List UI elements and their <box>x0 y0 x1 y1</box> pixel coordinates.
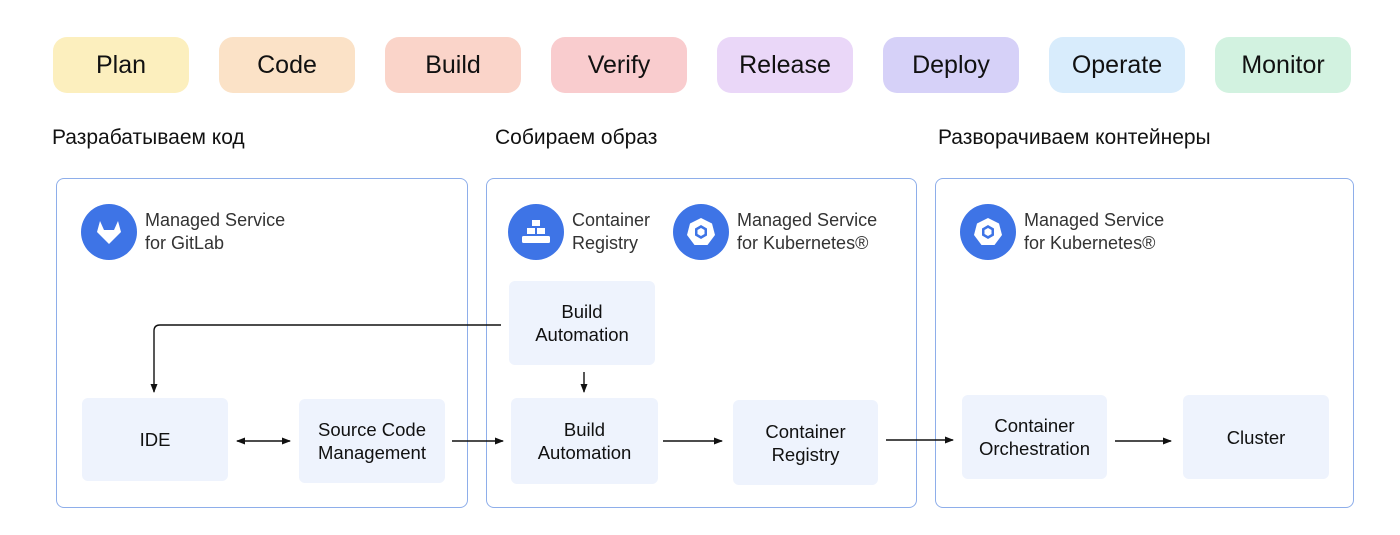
service-kubernetes-deploy: Managed Service for Kubernetes® <box>960 204 1164 260</box>
stage-code: Code <box>219 37 355 93</box>
stage-deploy: Deploy <box>883 37 1019 93</box>
box-source-code-management: Source Code Management <box>299 399 445 483</box>
box-container-orchestration: Container Orchestration <box>962 395 1107 479</box>
kubernetes-icon <box>673 204 729 260</box>
service-container-registry: Container Registry <box>508 204 650 260</box>
kubernetes-icon <box>960 204 1016 260</box>
stage-build: Build <box>385 37 521 93</box>
stage-operate: Operate <box>1049 37 1185 93</box>
section-title-develop: Разрабатываем код <box>52 126 245 149</box>
registry-icon <box>508 204 564 260</box>
box-container-registry: Container Registry <box>733 400 878 485</box>
stage-release: Release <box>717 37 853 93</box>
box-cluster: Cluster <box>1183 395 1329 479</box>
service-kubernetes-build-label: Managed Service for Kubernetes® <box>737 210 878 253</box>
stage-monitor: Monitor <box>1215 37 1351 93</box>
stage-plan: Plan <box>53 37 189 93</box>
stage-verify: Verify <box>551 37 687 93</box>
service-kubernetes-build: Managed Service for Kubernetes® <box>673 204 877 260</box>
gitlab-icon <box>81 204 137 260</box>
box-build-automation-top: Build Automation <box>509 281 655 365</box>
box-build-automation: Build Automation <box>511 398 658 484</box>
service-kubernetes-deploy-label: Managed Service for Kubernetes® <box>1024 210 1165 253</box>
section-title-deploy: Разворачиваем контейнеры <box>938 126 1211 149</box>
section-title-build: Собираем образ <box>495 126 658 149</box>
service-gitlab-label: Managed Service for GitLab <box>145 210 286 253</box>
service-registry-label: Container Registry <box>572 210 651 253</box>
box-ide: IDE <box>82 398 228 481</box>
service-gitlab: Managed Service for GitLab <box>81 204 285 260</box>
